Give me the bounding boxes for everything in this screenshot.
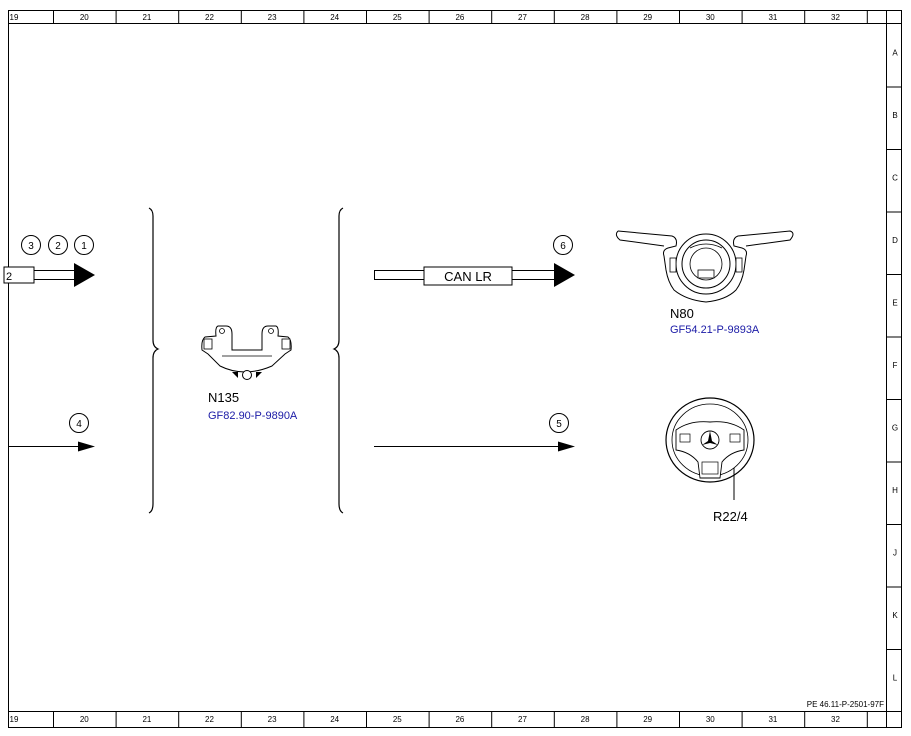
- row-label-D: D: [892, 236, 898, 245]
- column-label-30: 30: [706, 715, 715, 724]
- n80-ref-link[interactable]: GF54.21-P-9893A: [670, 324, 760, 336]
- column-label-29: 29: [643, 13, 652, 22]
- row-label-A: A: [892, 49, 898, 58]
- column-label-23: 23: [268, 13, 277, 22]
- connector-4-label: 4: [76, 419, 82, 430]
- top-column-ruler: 19 20 21 22 23 24 25 26 27 28 29 30 31 32: [10, 10, 868, 24]
- column-label-24: 24: [330, 715, 339, 724]
- connector-3-label: 3: [28, 241, 34, 252]
- row-label-K: K: [892, 611, 898, 620]
- column-label-28: 28: [581, 13, 590, 22]
- column-label-19: 19: [10, 13, 19, 22]
- column-label-22: 22: [205, 13, 214, 22]
- n135-component-icon[interactable]: [201, 325, 292, 380]
- row-label-F: F: [893, 361, 898, 370]
- left-bus-stub-label: 2: [6, 271, 12, 283]
- left-bus-arrow: 2: [3, 263, 95, 287]
- column-label-26: 26: [455, 715, 464, 724]
- column-label-27: 27: [518, 715, 527, 724]
- connector-5[interactable]: 5: [549, 413, 569, 433]
- row-label-L: L: [893, 674, 898, 683]
- can-lr-bus-arrow: CAN LR: [374, 263, 575, 287]
- row-label-H: H: [892, 486, 898, 495]
- n80-code-label: N80: [670, 306, 694, 321]
- connector-6[interactable]: 6: [553, 235, 573, 255]
- connector-2-label: 2: [55, 241, 61, 252]
- r22-4-component-icon[interactable]: [665, 397, 755, 500]
- n135-code-label: N135: [208, 390, 239, 405]
- right-signal-arrow: [374, 441, 575, 452]
- can-lr-bus-label: CAN LR: [444, 269, 492, 284]
- connector-6-label: 6: [560, 241, 566, 252]
- row-label-G: G: [892, 424, 898, 433]
- column-label-19: 19: [10, 715, 19, 724]
- column-label-29: 29: [643, 715, 652, 724]
- document-id: PE 46.11-P-2501-97F: [807, 700, 884, 709]
- column-label-32: 32: [831, 13, 840, 22]
- column-label-21: 21: [142, 13, 151, 22]
- column-label-28: 28: [581, 715, 590, 724]
- column-label-27: 27: [518, 13, 527, 22]
- connector-4[interactable]: 4: [69, 413, 89, 433]
- column-label-25: 25: [393, 715, 402, 724]
- row-label-E: E: [892, 299, 897, 308]
- left-signal-arrow: [8, 441, 95, 452]
- column-label-22: 22: [205, 715, 214, 724]
- connector-1-label: 1: [81, 241, 87, 252]
- column-label-20: 20: [80, 13, 89, 22]
- column-label-30: 30: [706, 13, 715, 22]
- n135-ref-link[interactable]: GF82.90-P-9890A: [208, 410, 298, 422]
- column-label-25: 25: [393, 13, 402, 22]
- row-label-B: B: [892, 111, 897, 120]
- column-label-32: 32: [831, 715, 840, 724]
- column-label-20: 20: [80, 715, 89, 724]
- right-brace: [332, 207, 344, 514]
- connector-1[interactable]: 1: [74, 235, 94, 255]
- column-label-24: 24: [330, 13, 339, 22]
- column-label-21: 21: [142, 715, 151, 724]
- right-row-ruler: A B C D E F G H J K L: [886, 49, 902, 683]
- n80-component-icon[interactable]: [615, 230, 794, 303]
- column-label-23: 23: [268, 715, 277, 724]
- column-label-26: 26: [455, 13, 464, 22]
- connector-3[interactable]: 3: [21, 235, 41, 255]
- left-brace: [148, 207, 160, 514]
- connector-5-label: 5: [556, 419, 562, 430]
- row-label-J: J: [893, 549, 897, 558]
- column-label-31: 31: [768, 13, 777, 22]
- sheet-frame: [8, 10, 902, 728]
- row-label-C: C: [892, 174, 898, 183]
- bottom-column-ruler: 19 20 21 22 23 24 25 26 27 28 29 30 31 32: [10, 711, 868, 728]
- connector-2[interactable]: 2: [48, 235, 68, 255]
- column-label-31: 31: [768, 715, 777, 724]
- r22-4-code-label: R22/4: [713, 509, 748, 524]
